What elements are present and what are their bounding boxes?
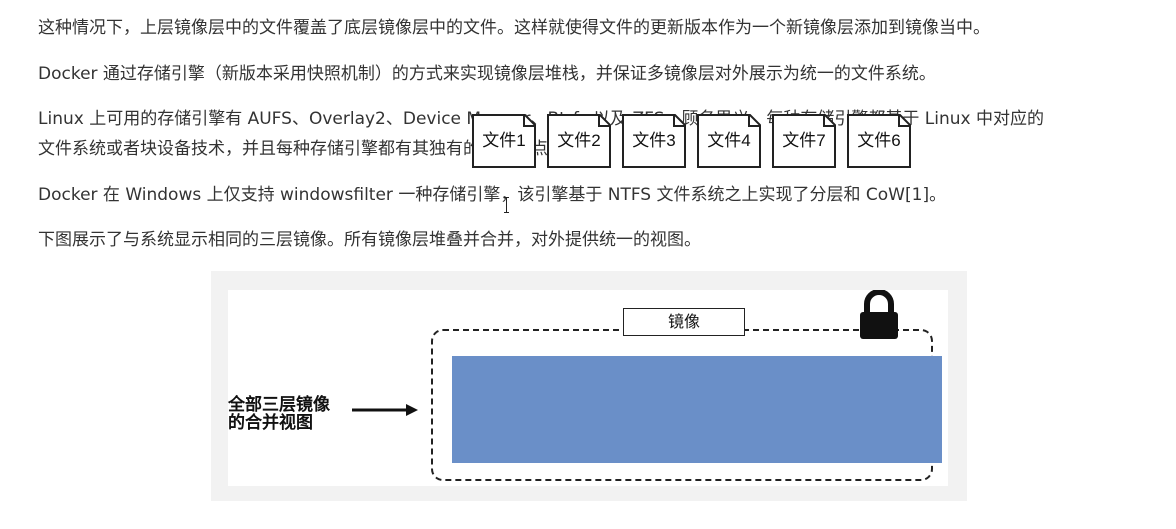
- file-icon: [523, 114, 536, 127]
- arrow-right-icon: [352, 404, 418, 416]
- file-icon: [673, 114, 686, 127]
- image-label: 镜像: [623, 308, 745, 336]
- file-item: 文件7: [772, 114, 836, 168]
- merged-view-line-2: 的合并视图: [228, 413, 313, 433]
- file-icon: [748, 114, 761, 127]
- paragraph-4: Docker 在 Windows 上仅支持 windowsfilter 一种存储…: [38, 185, 947, 205]
- file-item: 文件1: [472, 114, 536, 168]
- image-layers-diagram: 镜像: [211, 271, 967, 501]
- file-item: 文件4: [697, 114, 761, 168]
- file-icon: [823, 114, 836, 127]
- text-cursor-icon: [504, 197, 510, 213]
- paragraph-2: Docker 通过存储引擎（新版本采用快照机制）的方式来实现镜像层堆栈，并保证多…: [38, 64, 936, 84]
- file-icon: [898, 114, 911, 127]
- file-item: 文件3: [622, 114, 686, 168]
- paragraph-3-line-2: 文件系统或者块设备技术，并且每种存储引擎都有其独有的性能特点。: [38, 139, 565, 159]
- merged-view-line-1: 全部三层镜像: [228, 395, 330, 415]
- file-icon: [598, 114, 611, 127]
- merged-view-label: 全部三层镜像 的合并视图: [228, 396, 330, 432]
- layers-panel: [452, 356, 942, 463]
- paragraph-1: 这种情况下，上层镜像层中的文件覆盖了底层镜像层中的文件。这样就使得文件的更新版本…: [38, 18, 990, 38]
- paragraph-5: 下图展示了与系统显示相同的三层镜像。所有镜像层堆叠并合并，对外提供统一的视图。: [38, 230, 701, 250]
- file-item: 文件6: [847, 114, 911, 168]
- file-item: 文件2: [547, 114, 611, 168]
- lock-icon: [860, 290, 898, 339]
